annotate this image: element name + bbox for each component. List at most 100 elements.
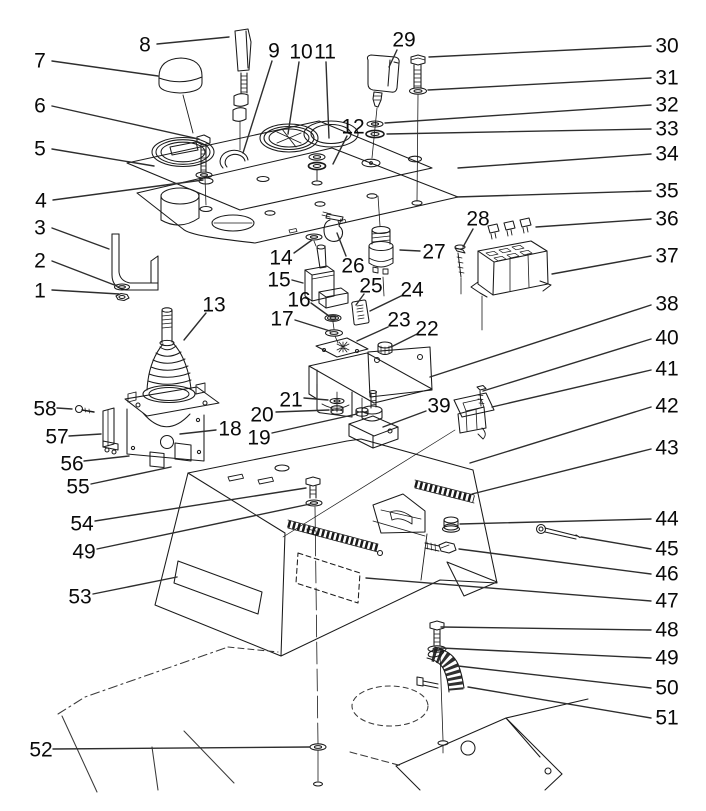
- callout-label: 28: [466, 208, 489, 231]
- console-ridge: [188, 473, 285, 656]
- callout-label: 18: [218, 418, 241, 441]
- callout-36: 36: [535, 208, 679, 231]
- callout-label: 3: [34, 217, 46, 240]
- callout-label: 4: [35, 190, 47, 213]
- leader-line: [440, 626, 652, 631]
- callout-8: 8: [139, 34, 230, 57]
- washers-32-33: [366, 121, 384, 138]
- callout-13: 13: [183, 294, 226, 341]
- leader-line: [459, 518, 652, 525]
- leader-line: [275, 409, 330, 413]
- callout-label: 30: [655, 35, 678, 58]
- nut-44: [443, 517, 460, 532]
- leader-line: [303, 397, 329, 401]
- leader-line: [580, 536, 652, 550]
- callout-40: 40: [482, 327, 679, 392]
- callout-35: 35: [455, 180, 679, 203]
- callout-label: 11: [314, 41, 336, 64]
- callout-16: 16: [287, 289, 330, 317]
- switch-39: [349, 391, 398, 449]
- bolt-46: [425, 542, 456, 553]
- callout-55: 55: [66, 466, 172, 499]
- callout-label: 57: [45, 426, 68, 449]
- callout-32: 32: [384, 94, 679, 124]
- gauge-5: [152, 138, 214, 167]
- leader-line: [356, 326, 389, 342]
- callout-54: 54: [70, 487, 307, 536]
- callout-29: 29: [388, 29, 416, 68]
- callout-20: 20: [250, 404, 330, 427]
- lever-switch-8: [233, 29, 251, 150]
- callout-label: 41: [655, 358, 678, 381]
- console-flap: [447, 562, 497, 596]
- callout-label: 17: [270, 308, 293, 331]
- leader-line: [428, 45, 652, 58]
- callout-label: 49: [72, 541, 95, 564]
- nut-22: [378, 342, 392, 355]
- leader-line: [51, 148, 155, 167]
- plate-23: [316, 338, 368, 357]
- callout-46: 46: [458, 548, 679, 586]
- callout-label: 48: [655, 619, 678, 642]
- leader-line: [491, 369, 652, 408]
- leader-line: [325, 61, 330, 139]
- callout-label: 24: [400, 279, 424, 302]
- callout-label: 51: [655, 707, 678, 730]
- callout-label: 27: [422, 241, 445, 264]
- callout-27: 27: [399, 241, 446, 264]
- callout-label: 50: [655, 677, 678, 700]
- callout-label: 45: [655, 538, 678, 561]
- hidden-panel-47: [296, 553, 360, 603]
- fuse-block-37: [471, 241, 551, 297]
- leader-line: [94, 487, 307, 522]
- leader-line: [287, 61, 300, 135]
- callout-12: 12: [332, 116, 365, 165]
- console-body-42-43: [155, 430, 497, 656]
- nut-1: [116, 294, 129, 301]
- nut-20: [331, 406, 343, 414]
- callout-22: 22: [390, 318, 439, 348]
- callout-label: 22: [415, 318, 438, 341]
- joystick-mount-plate: [125, 387, 219, 416]
- decal-53: [174, 561, 262, 614]
- relay-plate-38: [368, 347, 432, 397]
- screw-58: [76, 406, 95, 414]
- machine-frame: [58, 647, 588, 792]
- washers-12: [309, 154, 326, 185]
- callout-48: 48: [440, 619, 679, 642]
- leader-line: [457, 153, 652, 169]
- toggle-switch-15: [305, 245, 348, 308]
- gauge-11: [304, 121, 358, 147]
- leader-line: [386, 128, 652, 135]
- collar-9: [220, 150, 248, 168]
- callout-57: 57: [45, 426, 102, 449]
- callout-label: 23: [387, 309, 410, 332]
- leader-line: [382, 410, 427, 428]
- leader-line: [51, 60, 159, 77]
- leader-line: [355, 293, 365, 306]
- callout-38: 38: [429, 293, 679, 378]
- washer-2: [115, 284, 130, 290]
- callout-30: 30: [428, 35, 679, 58]
- callout-label: 13: [202, 294, 225, 317]
- leader-line: [56, 407, 73, 410]
- callout-26: 26: [336, 232, 365, 278]
- callout-label: 29: [392, 29, 415, 52]
- callout-label: 47: [655, 590, 678, 613]
- callout-label: 1: [34, 280, 46, 303]
- callout-6: 6: [34, 95, 200, 140]
- callout-label: 8: [139, 34, 151, 57]
- leader-line: [462, 228, 474, 248]
- ignition-switch-27: [369, 196, 393, 296]
- callout-42: 42: [469, 395, 679, 464]
- leader-line: [83, 455, 130, 462]
- leader-line: [369, 295, 402, 312]
- callout-52: 52: [29, 739, 311, 762]
- leader-line: [384, 104, 652, 124]
- callout-label: 19: [247, 427, 270, 450]
- clamp-26: [322, 212, 343, 241]
- washer-21: [330, 398, 344, 403]
- callout-4: 4: [35, 179, 204, 213]
